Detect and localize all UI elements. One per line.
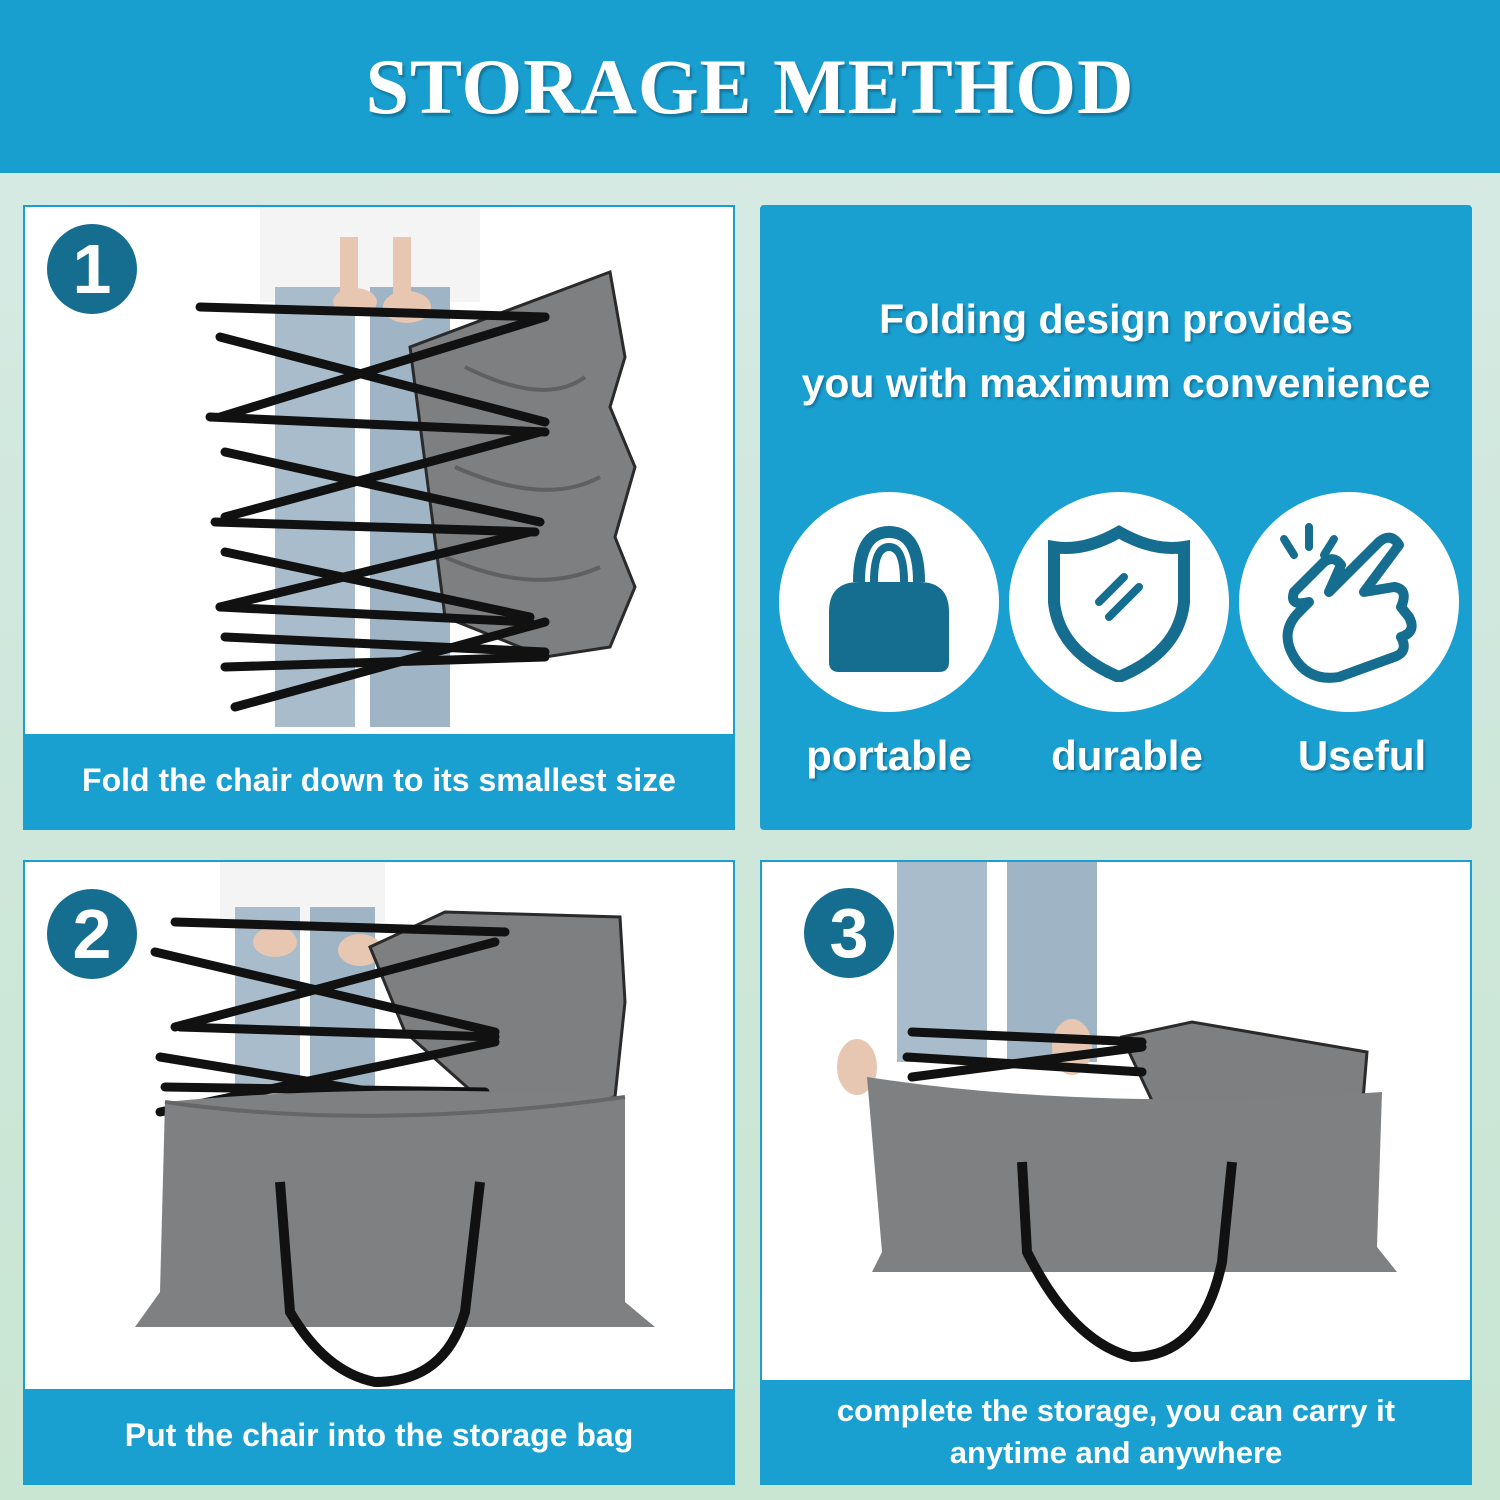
step-caption: complete the storage, you can carry it a… xyxy=(762,1380,1470,1483)
useful-label: Useful xyxy=(1297,732,1427,779)
caption-text: Put the chair into the storage bag xyxy=(124,1417,634,1454)
chair-into-bag-photo xyxy=(135,862,655,1387)
portable-label: portable xyxy=(806,732,972,779)
step-number-badge: 2 xyxy=(47,889,137,979)
heading-line-1: Folding design provides xyxy=(879,296,1353,342)
step-1-panel: 1 Fold the chair down to its smallest si… xyxy=(23,205,735,830)
step-caption: Put the chair into the storage bag xyxy=(25,1389,733,1483)
shield-icon xyxy=(1048,525,1190,682)
caption-line-1: complete the storage, you can carry it xyxy=(836,1392,1396,1428)
portable-feature xyxy=(779,492,999,712)
packed-bag-photo xyxy=(837,862,1397,1363)
step-number-badge: 1 xyxy=(47,224,137,314)
folded-chair-photo xyxy=(195,207,637,727)
header-banner: STORAGE METHOD xyxy=(0,0,1500,173)
features-heading: Folding design provides you with maximum… xyxy=(762,287,1470,415)
durable-feature xyxy=(1009,492,1229,712)
handbag-icon xyxy=(829,525,949,672)
page-title: STORAGE METHOD xyxy=(365,42,1135,130)
durable-label: durable xyxy=(1051,732,1203,779)
step-3-panel: 3 complete the storage, you can carry it… xyxy=(760,860,1472,1485)
caption-text: Fold the chair down to its smallest size xyxy=(82,762,676,799)
step-number-badge: 3 xyxy=(804,888,894,978)
step-caption: Fold the chair down to its smallest size xyxy=(25,734,733,828)
step-2-panel: 2 Put the chair into the storage bag xyxy=(23,860,735,1485)
useful-feature xyxy=(1239,492,1459,712)
finger-snap-icon xyxy=(1280,523,1417,683)
features-panel: Folding design provides you with maximum… xyxy=(760,205,1472,830)
caption-line-2: anytime and anywhere xyxy=(949,1434,1283,1470)
heading-line-2: you with maximum convenience xyxy=(801,360,1431,406)
